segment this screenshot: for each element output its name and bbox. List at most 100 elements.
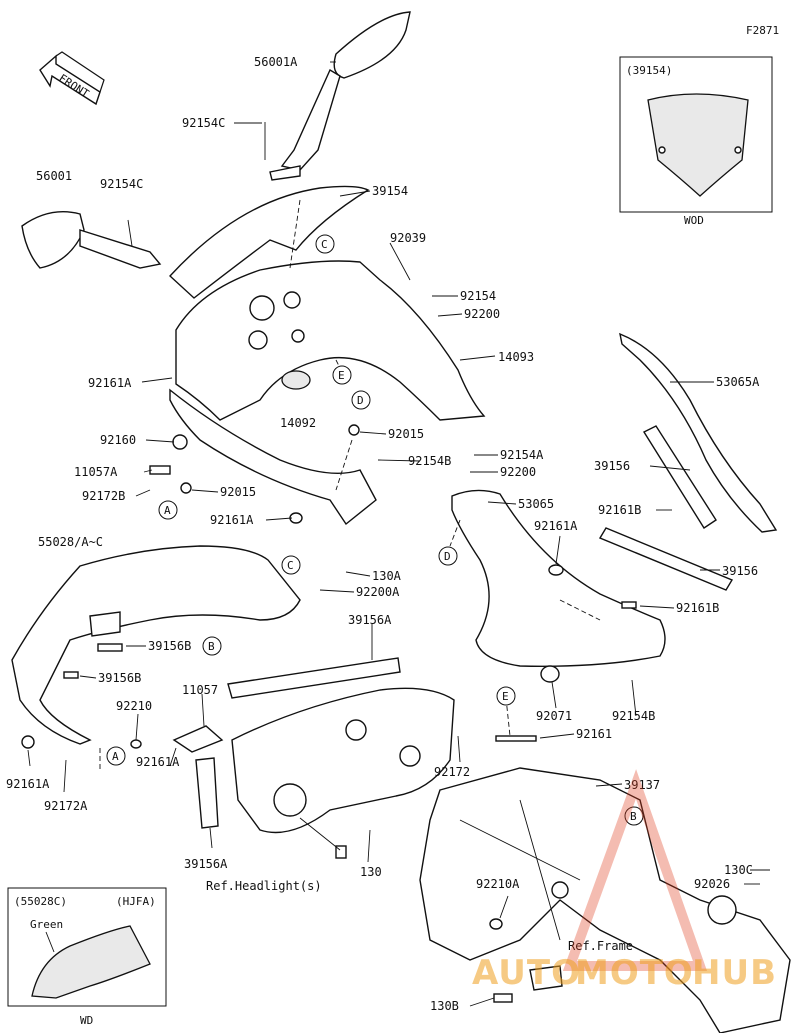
strip-39156-b — [598, 527, 734, 591]
watermark-logo: AUTO MOTO HUB — [472, 769, 777, 993]
tape-92161B — [621, 601, 637, 609]
label-92161A-left: 92161A — [88, 376, 132, 390]
grommet-92160 — [172, 434, 188, 450]
svg-text:B: B — [630, 810, 637, 823]
inset-windscreen-wod: (39154) WOD — [619, 56, 773, 227]
label-92154B-mid: 92154B — [408, 454, 451, 468]
svg-text:B: B — [208, 640, 215, 653]
bolt-130B — [493, 993, 513, 1003]
spacer-92210 — [130, 739, 142, 749]
mount-hole-icon — [734, 146, 742, 154]
label-56001: 56001 — [36, 169, 72, 183]
label-92200-top: 92200 — [464, 307, 500, 321]
label-92172: 92172 — [434, 765, 470, 779]
spacer-92210A — [489, 918, 503, 930]
label-11057A: 11057A — [74, 465, 118, 479]
ref-frame: Ref.Frame — [568, 939, 633, 953]
nut-92161A-r — [548, 564, 564, 576]
label-39156B-2: 39156B — [98, 671, 141, 685]
label-92160: 92160 — [100, 433, 136, 447]
mirror-left-56001 — [21, 211, 162, 269]
label-11057: 11057 — [182, 683, 218, 697]
label-130: 130 — [360, 865, 382, 879]
strip-39156A-1 — [227, 657, 401, 699]
cap-14092 — [281, 370, 311, 390]
mirror-right-56001A — [269, 11, 411, 181]
strip-39156-a — [642, 425, 717, 529]
mount-hole-icon — [658, 146, 666, 154]
frame-39137 — [419, 735, 791, 1033]
inset-bottom-caption: WD — [80, 1014, 93, 1027]
label-53065A: 53065A — [716, 375, 760, 389]
label-92071: 92071 — [536, 709, 572, 723]
label-92161A-r: 92161A — [534, 519, 578, 533]
front-arrow-icon: FRONT — [39, 51, 105, 106]
watermark-auto: AUTO — [472, 953, 581, 993]
label-130B: 130B — [430, 999, 459, 1013]
svg-text:E: E — [502, 690, 509, 703]
callout-E-top: E — [332, 365, 352, 385]
tape-39156B-1 — [97, 643, 123, 652]
label-92161A-mid: 92161A — [210, 513, 254, 527]
callout-C-top: C — [315, 234, 335, 254]
label-39156-2: 39156 — [722, 564, 758, 578]
callout-E-bottom: E — [496, 686, 516, 706]
label-92154A: 92154A — [500, 448, 544, 462]
label-39156A-1: 39156A — [348, 613, 392, 627]
svg-text:D: D — [444, 550, 451, 563]
label-92210A: 92210A — [476, 877, 520, 891]
label-92154C: 92154C — [100, 177, 143, 191]
callout-C-mid: C — [281, 555, 301, 575]
label-92026: 92026 — [694, 877, 730, 891]
label-92154: 92154 — [460, 289, 496, 303]
label-39156A-2: 39156A — [184, 857, 228, 871]
headlight-assembly — [231, 687, 455, 859]
grommet-92015-top — [348, 424, 360, 436]
inset-top-part: (39154) — [626, 64, 672, 77]
label-14093: 14093 — [498, 350, 534, 364]
label-92200A: 92200A — [356, 585, 400, 599]
callout-D-top: D — [351, 390, 371, 410]
label-92154B: 92154B — [612, 709, 655, 723]
label-92172A: 92172A — [44, 799, 88, 813]
callout-B-bottom: B — [624, 806, 644, 826]
svg-text:E: E — [338, 369, 345, 382]
svg-text:C: C — [321, 238, 328, 251]
label-55028: 55028/A~C — [38, 535, 103, 549]
svg-text:A: A — [164, 504, 171, 517]
inset-top-caption: WOD — [684, 214, 704, 227]
label-56001A: 56001A — [254, 55, 298, 69]
callout-A-bottom: A — [106, 746, 126, 766]
inner-cowl-14093 — [175, 260, 486, 421]
label-92210: 92210 — [116, 699, 152, 713]
inset-frame-bottom — [7, 887, 167, 1007]
label-92161B-2: 92161B — [676, 601, 719, 615]
watermark-moto: MOTO — [575, 953, 694, 993]
spring-92161 — [495, 735, 537, 742]
label-92161B-r: 92161B — [598, 503, 641, 517]
label-39154: 39154 — [372, 184, 408, 198]
label-92039: 92039 — [390, 231, 426, 245]
label-39156-r: 39156 — [594, 459, 630, 473]
svg-text:C: C — [287, 559, 294, 572]
label-92161: 92161 — [576, 727, 612, 741]
label-39137: 39137 — [624, 778, 660, 792]
strip-39156A-2 — [195, 757, 219, 829]
label-92172B: 92172B — [82, 489, 125, 503]
inset-bottom-color: Green — [30, 918, 63, 931]
svg-text:D: D — [357, 394, 364, 407]
grommet-92015 — [180, 482, 192, 494]
side-cover-53065 — [451, 489, 666, 667]
label-92161A-b2: 92161A — [136, 755, 180, 769]
figure-code: F2871 — [746, 24, 779, 37]
watermark-hub: HUB — [692, 953, 777, 993]
cowl-bracket — [89, 611, 121, 637]
label-53065: 53065 — [518, 497, 554, 511]
inset-bottom-part: (55028C) — [14, 895, 67, 908]
windscreen-wod-shape — [647, 93, 749, 197]
label-92161A-bl: 92161A — [6, 777, 50, 791]
bracket-11057A — [149, 465, 171, 475]
label-92015: 92015 — [220, 485, 256, 499]
nut-92161A-bl — [21, 735, 35, 749]
